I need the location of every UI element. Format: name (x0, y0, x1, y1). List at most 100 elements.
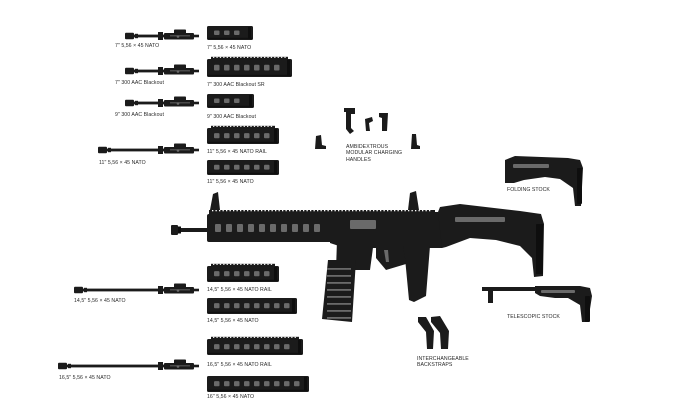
barrel-7-556-carrier-key (174, 29, 186, 34)
handguard-7-300blk-sr-slot (274, 64, 280, 71)
barrel-9-300blk-gas-block (158, 99, 163, 107)
handguard-16-5-556-rail-end-cap (298, 340, 301, 354)
charging-handle-medium (365, 117, 373, 131)
handguard-16-5-556-rail-slot (254, 344, 260, 350)
barrel-16-5-556-cam-pin (176, 365, 180, 368)
handguard-9-300blk (207, 94, 254, 108)
rifle-rail-slot (338, 210, 340, 212)
telescopic-stock-cheek-slot (541, 290, 575, 293)
rifle-stock-cheek-slot (455, 217, 505, 222)
handguard-14-5-556-rail-rail-slot (264, 263, 266, 265)
handguard-11-556-slot (244, 164, 250, 170)
folding-stock-cheek-slot (513, 164, 549, 168)
rifle-magazine-rib (327, 317, 351, 319)
handguard-14-5-556-rail-rail-slot (243, 263, 245, 265)
handguard-7-300blk-sr-rail-slot (219, 56, 222, 58)
main-rifle (171, 191, 544, 322)
barrel-7-556-muzzle-collar (135, 33, 138, 39)
handguard-16-5-556-rail-slot (274, 344, 280, 350)
handguard-14-5-556-slot (224, 303, 230, 309)
rifle-rail-slot (341, 210, 343, 212)
rifle-rail-slot (296, 210, 298, 212)
charging-handle-large (344, 108, 355, 134)
handguard-11-556-slot (254, 164, 260, 170)
barrel-label-16-5-556: 16,5" 5,56 × 45 NATO (59, 375, 111, 381)
handguard-7-300blk-sr-rail-slot (284, 56, 286, 58)
handguard-16-5-556-rail-slot (264, 344, 270, 350)
rifle-rail-slot (229, 210, 231, 212)
handguard-14-5-556-rail-rail-slot (226, 263, 228, 265)
barrel-label-7-556: 7" 5,56 × 45 NATO (115, 43, 160, 49)
rifle-stock-butt-pad (536, 224, 543, 274)
handguard-label-11-556-rail: 11" 5,56 × 45 NATO RAIL (207, 149, 267, 155)
handguard-16-5-556-rail-rail-slot (240, 336, 242, 338)
rifle-trigger-guard (376, 246, 408, 270)
handguard-7-300blk-sr-rail-slot (277, 56, 279, 58)
barrel-7-300blk-gas-block (158, 67, 163, 75)
handguard-9-300blk-slot (224, 98, 230, 103)
rifle-handguard-slot (270, 224, 276, 232)
barrel-7-556-gas-block (158, 32, 163, 40)
handguard-14-5-556-rail-rail (211, 263, 275, 267)
barrel-9-300blk-muzzle (125, 99, 134, 107)
handguard-9-300blk-slot (214, 98, 220, 103)
handguard-7-300blk-sr-rail-slot (264, 56, 266, 58)
handguard-14-5-556-slot (234, 303, 240, 309)
rifle-rail-slot (404, 210, 406, 212)
handguard-11-556-rail-end-cap (274, 129, 277, 143)
handguard-11-556-rail-rail-slot (233, 125, 235, 127)
rifle-rail-slot (247, 210, 249, 212)
handguard-14-5-556-rail-slot (224, 271, 230, 277)
barrel-14-5-556-muzzle (74, 286, 83, 294)
rifle-rail-slot (310, 210, 312, 212)
rifle-handguard-slot (259, 224, 265, 232)
rifle-magazine-rib (327, 303, 351, 305)
handguard-7-556-slot (214, 30, 220, 35)
rifle-handguard-slot (226, 224, 232, 232)
rifle-rail-slot (313, 210, 315, 212)
handguard-11-556 (207, 160, 279, 175)
handguard-16-5-556-rail-rail-slot (216, 336, 218, 338)
handguard-16-556 (207, 376, 309, 392)
telescopic-stock-lever (488, 291, 493, 303)
handguard-16-556-slot (254, 381, 260, 387)
rifle-rail-slot (429, 210, 431, 212)
barrel-9-300blk-tube (127, 101, 170, 105)
handguard-16-5-556-rail-rail-slot (230, 336, 232, 338)
handguard-16-5-556-rail-slot (244, 344, 250, 350)
rifle-rail-slot (324, 210, 326, 212)
handguard-11-556-rail-rail-slot (257, 125, 259, 127)
handguard-7-300blk-sr-rail-slot (270, 56, 273, 58)
rifle-rail-slot (355, 210, 357, 212)
handguard-14-5-556-rail-body (207, 266, 279, 282)
handguard-7-300blk-sr-rail-slot (253, 56, 256, 58)
handguard-14-5-556-rail-rail-slot (267, 263, 269, 265)
barrel-11-556 (98, 143, 199, 154)
rifle-rail-slot (394, 210, 396, 212)
telescopic-stock-label: TELESCOPIC STOCK (507, 314, 560, 320)
handguard-14-5-556-rail-slot (214, 271, 220, 277)
handguard-16-5-556-rail-rail-slot (243, 336, 245, 338)
rifle-magazine-rib (327, 268, 351, 270)
barrel-7-556-carrier-line (170, 35, 190, 37)
handguard-7-300blk-sr-rail-slot (240, 56, 242, 58)
handguard-16-5-556-rail-rail-slot (233, 336, 235, 338)
rifle-rail-slot (334, 210, 336, 212)
handguard-14-5-556-rail (207, 263, 279, 282)
barrel-14-5-556 (74, 283, 199, 294)
handguard-11-556-rail-rail-slot (216, 125, 218, 127)
rifle-rail-slot (415, 210, 417, 212)
rifle-rail-slot (373, 210, 375, 212)
handguard-14-5-556-slot (244, 303, 250, 309)
handguard-16-5-556-rail-rail-slot (267, 336, 269, 338)
handguard-11-556-body (207, 160, 279, 175)
backstraps-set (418, 316, 449, 349)
rifle-rail-slot (226, 210, 228, 212)
handguard-16-5-556-rail-slot (234, 344, 240, 350)
rifle-magazine-rib (327, 296, 351, 298)
barrel-16-5-556-carrier-key (174, 359, 186, 364)
rifle-rail-slot (243, 210, 245, 212)
handguard-7-300blk-sr-rail-slot (247, 56, 249, 58)
rifle-stock (438, 204, 544, 277)
